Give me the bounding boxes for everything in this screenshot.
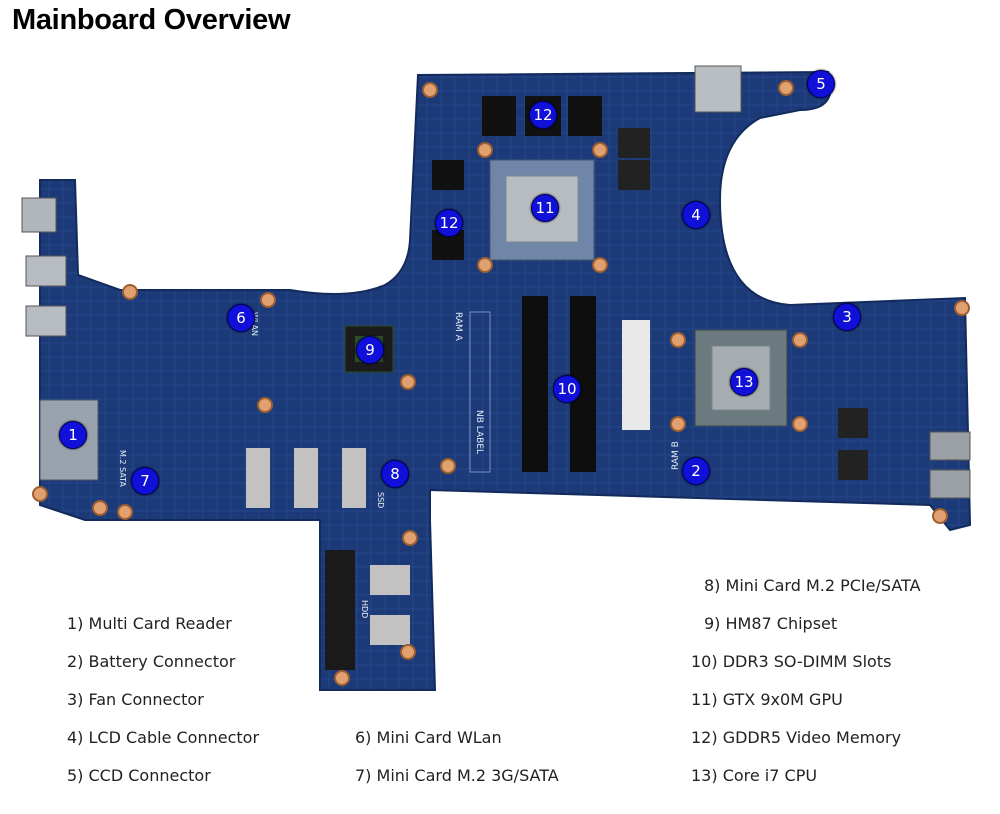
legend-item-12: 12) GDDR5 Video Memory xyxy=(691,728,902,747)
inductor xyxy=(838,408,868,438)
inductor xyxy=(618,160,650,190)
audio-jack xyxy=(929,431,971,461)
legend-item-9: 9) HM87 Chipset xyxy=(704,614,838,633)
marker-8: 8 xyxy=(381,460,409,488)
inductor xyxy=(838,450,868,480)
inductor xyxy=(618,128,650,158)
label-ssd: SSD xyxy=(376,492,385,508)
legend-item-4: 4) LCD Cable Connector xyxy=(67,728,260,747)
ethernet-port xyxy=(694,65,742,113)
usb-port-mid xyxy=(25,255,67,287)
marker-1: 1 xyxy=(59,421,87,449)
marker-9: 9 xyxy=(356,336,384,364)
audio-jack xyxy=(929,469,971,499)
vram-chip xyxy=(432,160,464,190)
marker-2: 2 xyxy=(682,457,710,485)
vram-chip xyxy=(482,96,516,136)
legend-item-10: 10) DDR3 SO-DIMM Slots xyxy=(691,652,892,671)
legend-item-5: 5) CCD Connector xyxy=(67,766,211,785)
legend-item-3: 3) Fan Connector xyxy=(67,690,204,709)
usb-port-low xyxy=(25,305,67,337)
marker-5: 5 xyxy=(807,70,835,98)
label-ram-a: RAM A xyxy=(453,312,463,342)
mounting-pads xyxy=(32,80,970,686)
legend-item-11: 11) GTX 9x0M GPU xyxy=(691,690,843,709)
marker-7: 7 xyxy=(131,467,159,495)
label-nb-label: NB LABEL xyxy=(474,410,484,454)
legend-item-8: 8) Mini Card M.2 PCIe/SATA xyxy=(704,576,921,595)
marker-4: 4 xyxy=(682,201,710,229)
marker-12-top: 12 xyxy=(529,101,557,129)
legend-item-6: 6) Mini Card WLan xyxy=(355,728,502,747)
marker-6: 6 xyxy=(227,304,255,332)
vram-chip xyxy=(568,96,602,136)
label-ram-b: RAM B xyxy=(671,441,681,470)
legend-item-7: 7) Mini Card M.2 3G/SATA xyxy=(355,766,559,785)
label-wlan: WLAN xyxy=(250,312,259,336)
hdd-bracket xyxy=(370,565,410,595)
ram-sticker xyxy=(622,320,650,430)
page-title: Mainboard Overview xyxy=(12,4,291,36)
marker-11: 11 xyxy=(531,194,559,222)
hdd-bracket xyxy=(370,615,410,645)
hdd-connector xyxy=(325,550,355,670)
usb-port-top xyxy=(21,197,57,233)
marker-13: 13 xyxy=(730,368,758,396)
nb-label-area xyxy=(469,311,491,473)
board-outline xyxy=(39,70,972,691)
m2-bracket xyxy=(294,448,318,508)
dimm-slot xyxy=(522,296,548,472)
marker-3: 3 xyxy=(833,303,861,331)
label-hdd: HDD xyxy=(360,600,369,618)
legend-item-13: 13) Core i7 CPU xyxy=(691,766,818,785)
legend-item-1: 1) Multi Card Reader xyxy=(67,614,232,633)
m2-bracket xyxy=(246,448,270,508)
label-m2-sata: M.2 SATA xyxy=(118,450,127,487)
marker-12-left: 12 xyxy=(435,209,463,237)
marker-10: 10 xyxy=(553,375,581,403)
m2-bracket xyxy=(342,448,366,508)
legend-item-2: 2) Battery Connector xyxy=(67,652,236,671)
